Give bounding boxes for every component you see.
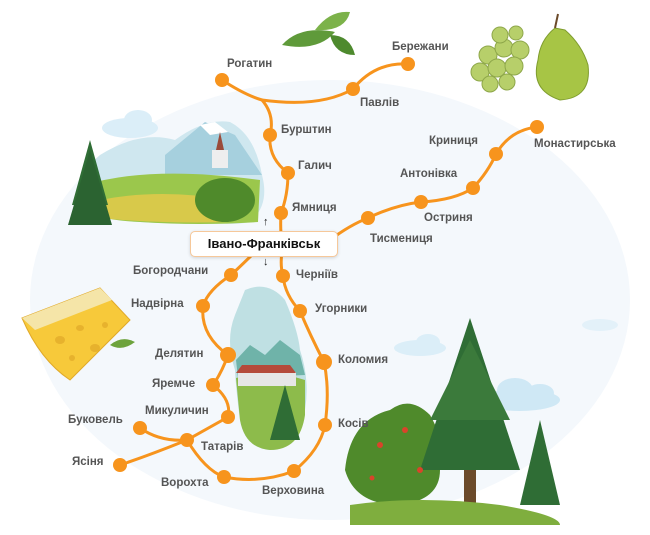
arrow-down-icon: ↓ — [263, 256, 269, 268]
label-kosiv[interactable]: Косів — [338, 418, 369, 430]
node-vorokhta[interactable] — [217, 470, 231, 484]
node-kosiv[interactable] — [318, 418, 332, 432]
cheese-illustration — [21, 287, 135, 381]
label-cherniiv[interactable]: Черніїв — [296, 269, 338, 281]
mountain-village-illustration — [68, 121, 265, 225]
node-uhornyky[interactable] — [293, 304, 307, 318]
node-ostrynia[interactable] — [414, 195, 428, 209]
label-monastyrska[interactable]: Монастирська — [534, 138, 616, 150]
node-monastyrska[interactable] — [530, 120, 544, 134]
label-pavliv[interactable]: Павлів — [360, 97, 400, 109]
label-uhornyky[interactable]: Угорники — [315, 303, 368, 315]
node-yaremche[interactable] — [206, 378, 220, 392]
cloud-icon — [582, 319, 618, 331]
label-tatariv[interactable]: Татарів — [201, 441, 244, 453]
label-vorokhta[interactable]: Ворохта — [161, 477, 209, 489]
node-cherniiv[interactable] — [276, 269, 290, 283]
label-deliatyn[interactable]: Делятин — [155, 348, 204, 360]
node-halych[interactable] — [281, 166, 295, 180]
valley-farm-illustration — [230, 286, 307, 450]
node-burshtyn[interactable] — [263, 128, 277, 142]
center-city-label[interactable]: Івано-Франківськ — [190, 231, 338, 257]
node-yasinia[interactable] — [113, 458, 127, 472]
label-mykulychyn[interactable]: Микуличин — [145, 405, 209, 417]
grapes-pear-illustration — [470, 13, 589, 101]
node-deliatyn[interactable] — [220, 347, 236, 363]
node-pavliv[interactable] — [346, 82, 360, 96]
node-rohatyn[interactable] — [215, 73, 229, 87]
label-bukovel[interactable]: Буковель — [68, 414, 123, 426]
forest-illustration — [345, 318, 560, 525]
label-antonivka[interactable]: Антонівка — [400, 168, 458, 180]
node-kolomyia[interactable] — [316, 354, 332, 370]
label-ostrynia[interactable]: Остриня — [424, 212, 473, 224]
label-verkhovyna[interactable]: Верховина — [262, 485, 325, 497]
node-tysmenytsia[interactable] — [361, 211, 375, 225]
label-krynytsia[interactable]: Криниця — [429, 135, 478, 147]
node-verkhovyna[interactable] — [287, 464, 301, 478]
node-antonivka[interactable] — [466, 181, 480, 195]
node-berezhany[interactable] — [401, 57, 415, 71]
node-krynytsia[interactable] — [489, 147, 503, 161]
label-yasinia[interactable]: Ясіня — [72, 456, 104, 468]
label-berezhany[interactable]: Бережани — [392, 41, 449, 53]
route-north — [220, 62, 410, 104]
cloud-icon — [394, 334, 446, 356]
basil-leaves-illustration — [282, 11, 355, 55]
label-nadvirna[interactable]: Надвірна — [131, 298, 184, 310]
node-bohorodchany[interactable] — [224, 268, 238, 282]
node-yamnytsia[interactable] — [274, 206, 288, 220]
label-yamnytsia[interactable]: Ямниця — [292, 202, 337, 214]
label-bohorodchany[interactable]: Богородчани — [133, 265, 209, 277]
node-mykulychyn[interactable] — [221, 410, 235, 424]
label-halych[interactable]: Галич — [298, 160, 332, 172]
node-bukovel[interactable] — [133, 421, 147, 435]
label-rohatyn[interactable]: Рогатин — [227, 58, 273, 70]
label-kolomyia[interactable]: Коломия — [338, 354, 389, 366]
node-nadvirna[interactable] — [196, 299, 210, 313]
node-tatariv[interactable] — [180, 433, 194, 447]
label-tysmenytsia[interactable]: Тисмениця — [370, 233, 433, 245]
cloud-icon — [102, 110, 158, 138]
label-yaremche[interactable]: Яремче — [152, 378, 196, 390]
arrow-up-icon: ↑ — [263, 216, 269, 228]
label-burshtyn[interactable]: Бурштин — [281, 124, 332, 136]
